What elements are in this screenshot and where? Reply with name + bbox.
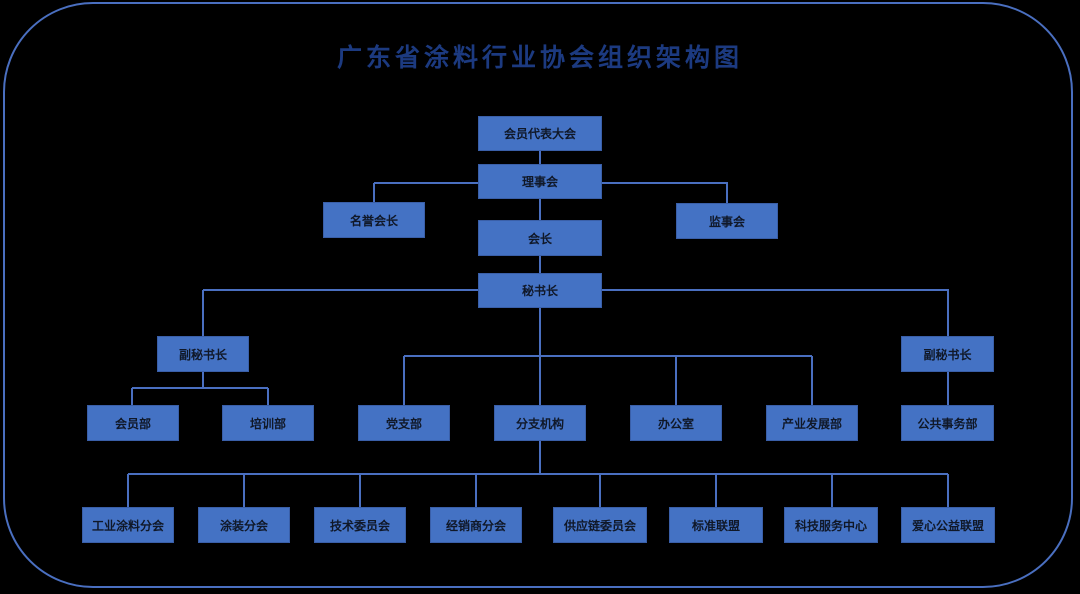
node-branch: 爱心公益联盟 [901, 507, 995, 543]
connector-branches [127, 473, 949, 507]
node-department: 会员部 [87, 405, 179, 441]
node-deputy-secretary-right: 副秘书长 [901, 336, 994, 372]
node-branch: 涂装分会 [198, 507, 290, 543]
node-branch: 科技服务中心 [784, 507, 878, 543]
connector-secretary-sides [202, 289, 949, 336]
node-secretary-general: 秘书长 [478, 273, 602, 308]
node-president: 会长 [478, 220, 602, 256]
node-branch: 标准联盟 [669, 507, 763, 543]
node-honorary-president: 名誉会长 [323, 202, 425, 238]
node-department: 办公室 [630, 405, 722, 441]
node-department: 培训部 [222, 405, 314, 441]
node-branch: 工业涂料分会 [82, 507, 174, 543]
connector-deputy-left [131, 372, 269, 405]
outer-frame [3, 2, 1073, 588]
node-branch: 经销商分会 [430, 507, 522, 543]
node-congress: 会员代表大会 [478, 116, 602, 151]
node-branch: 供应链委员会 [553, 507, 647, 543]
node-department: 公共事务部 [901, 405, 994, 441]
connector-departments [403, 355, 813, 405]
node-supervisory-board: 监事会 [676, 203, 778, 239]
node-department: 产业发展部 [766, 405, 858, 441]
node-deputy-secretary-left: 副秘书长 [157, 336, 249, 372]
chart-title: 广东省涂料行业协会组织架构图 [336, 43, 743, 72]
node-department: 分支机构 [494, 405, 586, 441]
node-branch: 技术委员会 [314, 507, 406, 543]
node-council: 理事会 [478, 164, 602, 199]
node-department: 党支部 [358, 405, 450, 441]
connector-council-sides [373, 182, 728, 203]
